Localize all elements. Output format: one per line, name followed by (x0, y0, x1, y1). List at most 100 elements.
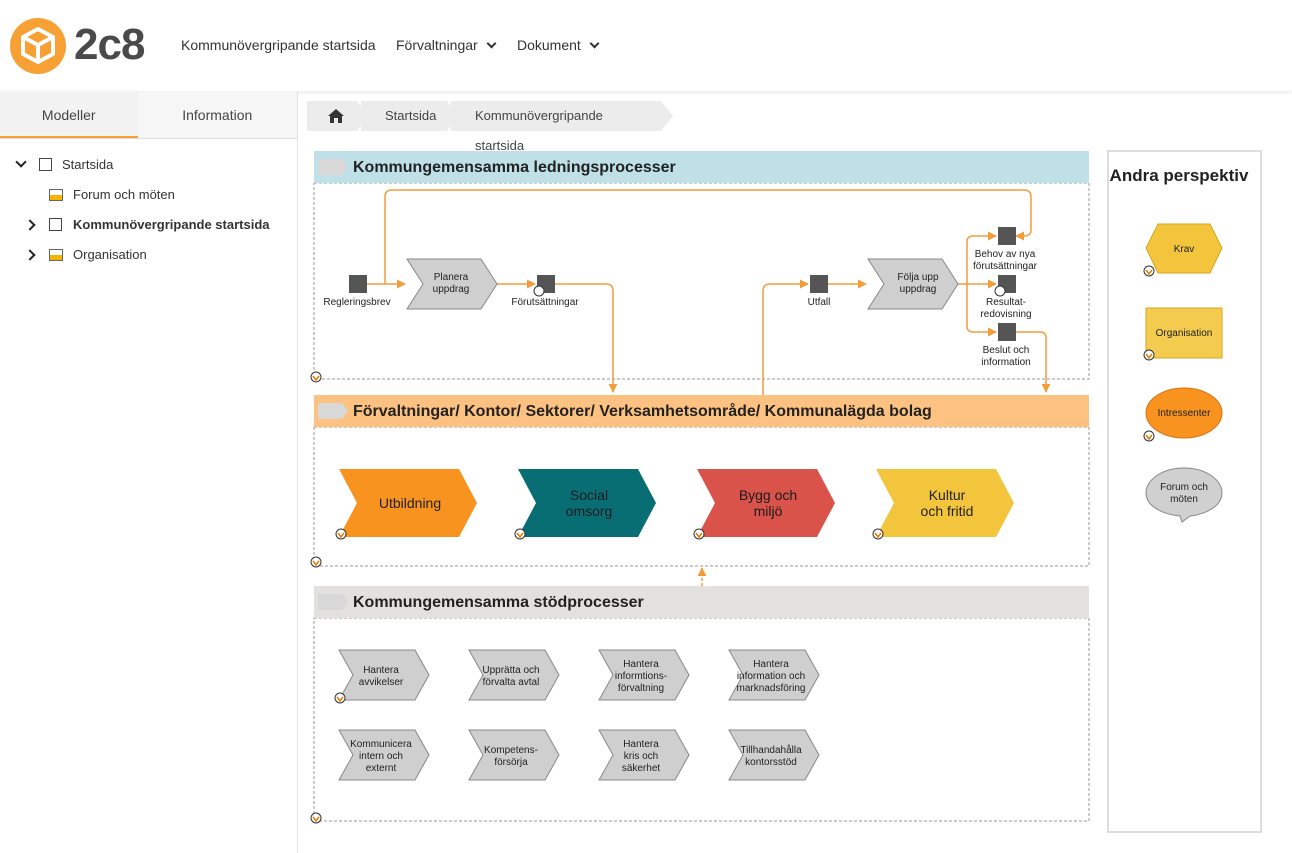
process-label: Planera (434, 272, 469, 283)
drilldown-icon[interactable] (335, 528, 347, 540)
lane-flag-icon (318, 594, 348, 610)
panel-title: Andra perspektiv (1110, 166, 1249, 185)
breadcrumb: Startsida Kommunövergripande startsida (307, 101, 673, 153)
drilldown-icon[interactable] (514, 528, 526, 540)
tree-label: Startsida (62, 157, 114, 172)
process-label: Tillhandahålla (740, 744, 802, 756)
perspektiv-organisation[interactable]: Organisation (1143, 307, 1223, 361)
perspektiv-intressenter[interactable]: Intressenter (1143, 387, 1223, 442)
chevron-down-icon[interactable] (15, 156, 27, 168)
drilldown-icon[interactable] (310, 812, 322, 824)
chevron-right-icon[interactable] (24, 219, 36, 231)
lane-forvaltning: Förvaltningar/ Kontor/ Sektorer/ Verksam… (313, 395, 1090, 567)
breadcrumb-kommunovergripande[interactable]: Kommunövergripande startsida (451, 101, 673, 153)
lane-flag-icon (318, 403, 348, 419)
process-label: kris och (624, 751, 658, 762)
breadcrumb-startsida[interactable]: Startsida (361, 101, 459, 131)
event-label: redovisning (980, 309, 1031, 320)
event-behov[interactable]: Behov av nya förutsättningar (973, 227, 1038, 272)
process-label: marknadsföring (737, 683, 806, 694)
event-utfall[interactable]: Utfall (808, 275, 831, 308)
process-label: uppdrag (433, 284, 470, 295)
tree-item-organisation[interactable]: Organisation (0, 245, 298, 265)
sidebar-tabs: Modeller Information (0, 91, 297, 139)
stod-process-5[interactable]: Kompetens-försörja (468, 729, 560, 781)
process-label: Hantera (623, 659, 659, 670)
tree-item-startsida[interactable]: Startsida (0, 155, 298, 175)
process-shape (728, 729, 820, 781)
forvaltning-label: Social (570, 487, 608, 503)
drilldown-icon[interactable] (310, 556, 322, 568)
tree-item-kommunovergripande[interactable]: Kommunövergripande startsida (0, 215, 298, 235)
chevron-down-icon (589, 38, 600, 48)
perspektiv-forum[interactable]: Forum och möten (1145, 467, 1223, 523)
drilldown-icon[interactable] (693, 528, 705, 540)
nav-dokument[interactable]: Dokument (517, 37, 600, 53)
perspektiv-krav[interactable]: Krav (1143, 223, 1223, 277)
process-folja-upp[interactable]: Följa upp uppdrag (867, 258, 959, 310)
sidebar: Modeller Information Startsida Forum och… (0, 91, 298, 853)
drilldown-icon[interactable] (310, 371, 322, 383)
event-label: Beslut och (983, 345, 1030, 356)
forvaltning-0[interactable]: Utbildning (335, 469, 477, 540)
tab-modeller[interactable]: Modeller (0, 91, 138, 138)
top-bar: 2c8 Kommunövergripande startsida Förvalt… (0, 0, 1292, 91)
event-regleringsbrev[interactable]: Regleringsbrev (323, 275, 391, 308)
tab-information[interactable]: Information (182, 107, 253, 123)
drilldown-icon[interactable] (872, 528, 884, 540)
event-label: Utfall (808, 297, 831, 308)
process-label: avvikelser (359, 677, 404, 688)
drilldown-icon[interactable] (334, 692, 346, 704)
chevron-shape (697, 469, 835, 537)
shape-label: Krav (1174, 244, 1195, 255)
event-resultat[interactable]: Resultat- redovisning (980, 275, 1032, 320)
logo-text[interactable]: 2c8 (74, 20, 145, 69)
tree-item-forum[interactable]: Forum och möten (0, 185, 298, 205)
event-label: förutsättningar (973, 261, 1038, 272)
nav-label: Förvaltningar (396, 37, 478, 53)
shape-label: möten (1170, 494, 1198, 505)
process-planera-uppdrag[interactable]: Planera uppdrag (406, 258, 498, 310)
process-label: informtions- (615, 671, 667, 682)
lane-title: Kommungemensamma ledningsprocesser (353, 159, 676, 176)
process-label: kontorsstöd (745, 757, 797, 768)
process-label: förvaltning (618, 683, 664, 694)
process-label: Hantera (363, 665, 399, 676)
process-label: Kompetens- (484, 745, 538, 756)
flow-arrows (367, 189, 1051, 586)
folder-icon (49, 249, 63, 261)
nav-kommunovergripande[interactable]: Kommunövergripande startsida (181, 37, 376, 53)
process-label: externt (366, 763, 397, 774)
event-forutsattningar[interactable]: Förutsättningar (511, 275, 579, 308)
nav-forvaltningar[interactable]: Förvaltningar (396, 37, 497, 53)
logo-icon[interactable] (10, 18, 66, 74)
breadcrumb-home[interactable] (307, 101, 369, 131)
lane-ledning: Kommungemensamma ledningsprocesser (313, 151, 1090, 380)
chevron-down-icon (486, 38, 497, 48)
tree-label: Forum och möten (73, 187, 175, 202)
event-beslut[interactable]: Beslut och information (981, 323, 1031, 368)
process-label: förvalta avtal (483, 677, 540, 688)
folder-icon (49, 189, 63, 201)
process-label: Hantera (753, 659, 789, 670)
process-label: Följa upp (897, 272, 939, 283)
page-icon (39, 158, 52, 171)
process-shape (468, 729, 560, 781)
event-label: Resultat- (986, 297, 1026, 308)
chevron-right-icon[interactable] (24, 249, 36, 261)
forvaltning-label: Bygg och (739, 487, 797, 503)
process-shape (598, 649, 690, 701)
process-label: Kommunicera (350, 739, 412, 750)
